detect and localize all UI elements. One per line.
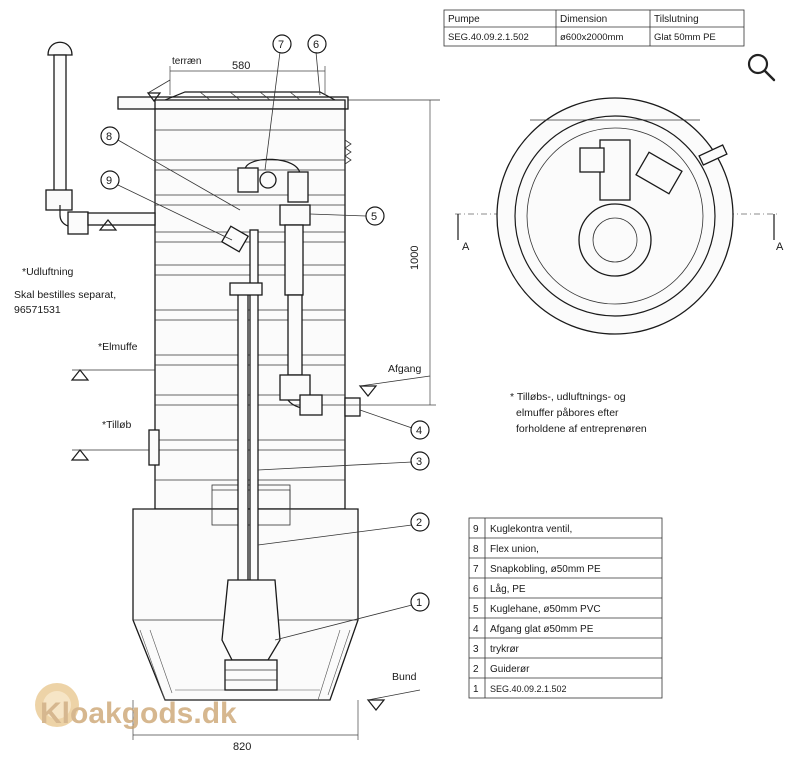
parts-no: 6 (473, 584, 479, 595)
parts-desc: trykrør (490, 644, 520, 655)
parts-desc: SEG.40.09.2.1.502 (490, 684, 567, 694)
header-cell-dimension: ø600x2000mm (560, 32, 623, 43)
note-line-2: elmuffer påbores efter (516, 407, 619, 419)
header-col-tilslutning: Tilslutning (654, 14, 699, 25)
watermark-text: Kloakgods.dk (40, 697, 237, 730)
header-col-pumpe: Pumpe (448, 14, 480, 25)
parts-desc: Låg, PE (490, 583, 526, 595)
parts-no: 4 (473, 624, 479, 635)
header-cell-pumpe: SEG.40.09.2.1.502 (448, 32, 529, 43)
parts-no: 3 (473, 644, 479, 655)
parts-desc: Afgang glat ø50mm PE (490, 624, 594, 635)
callouts: 7 6 8 9 5 4 3 2 1 (100, 34, 430, 641)
callout-1: 1 (416, 597, 422, 609)
parts-no: 2 (473, 664, 479, 675)
callout-4: 4 (416, 425, 422, 437)
parts-desc: Guiderør (490, 664, 530, 675)
parts-desc: Kuglekontra ventil, (490, 524, 572, 535)
watermark-logo: Kloakgods.dk (35, 683, 237, 730)
parts-no: 8 (473, 544, 479, 555)
callout-7: 7 (278, 39, 284, 51)
callout-9: 9 (106, 175, 112, 187)
dimension-1000: 1000 (409, 246, 421, 270)
callout-5: 5 (371, 211, 377, 223)
elmuffe-label: *Elmuffe (98, 341, 138, 353)
search-icon (747, 53, 776, 82)
dimension-820: 820 (233, 741, 251, 753)
callout-3: 3 (416, 456, 422, 468)
udluftning-note-2: 96571531 (14, 304, 61, 316)
section-a-right: A (776, 241, 784, 253)
bund-label: Bund (392, 671, 417, 683)
search-button[interactable] (744, 50, 778, 84)
note-line-1: * Tilløbs-, udluftnings- og (510, 391, 626, 403)
header-cell-tilslutning: Glat 50mm PE (654, 32, 716, 43)
tilloeb-label: *Tilløb (102, 419, 132, 431)
callout-6: 6 (313, 39, 319, 51)
top-view-drawing (455, 97, 780, 335)
parts-desc: Snapkobling, ø50mm PE (490, 564, 601, 575)
parts-desc: Kuglehane, ø50mm PVC (490, 604, 601, 615)
header-col-dimension: Dimension (560, 14, 607, 25)
udluftning-label: *Udluftning (22, 266, 74, 278)
callout-2: 2 (416, 517, 422, 529)
note-line-3: forholdene af entreprenøren (516, 423, 647, 435)
callout-8: 8 (106, 131, 112, 143)
udluftning-note-1: Skal bestilles separat, (14, 289, 116, 301)
dimension-580: 580 (232, 60, 250, 72)
header-table: Pumpe Dimension Tilslutning SEG.40.09.2.… (443, 9, 745, 47)
afgang-label: Afgang (388, 363, 421, 375)
terrain-label: terræn (172, 56, 201, 67)
parts-no: 9 (473, 524, 479, 535)
parts-list-table: 9 Kuglekontra ventil, 8 Flex union, 7 Sn… (468, 517, 663, 699)
section-a-left: A (462, 241, 470, 253)
parts-no: 7 (473, 564, 479, 575)
parts-no: 5 (473, 604, 479, 615)
side-section-drawing (45, 41, 440, 740)
parts-no: 1 (473, 684, 479, 695)
parts-desc: Flex union, (490, 544, 539, 555)
